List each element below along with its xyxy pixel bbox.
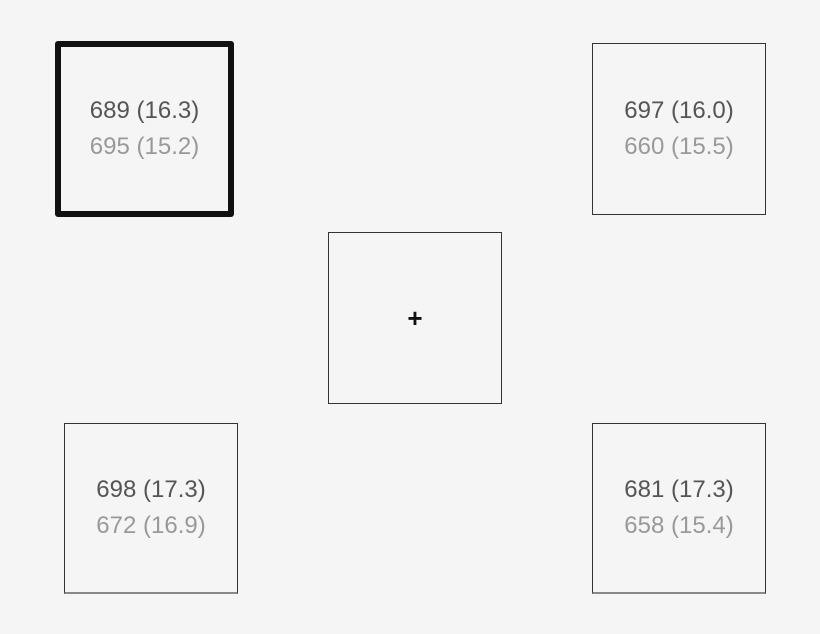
secondary-value: 660 (15.5) (624, 133, 734, 160)
primary-value: 697 (16.0) (624, 97, 734, 124)
secondary-value: 695 (15.2) (89, 133, 200, 160)
secondary-value: 672 (16.9) (96, 512, 206, 539)
primary-value: 681 (17.3) (624, 476, 734, 503)
box-top-left[interactable]: 689 (16.3) 695 (15.2) (55, 41, 234, 217)
fixation-cross-icon: + (407, 303, 423, 333)
secondary-value: 658 (15.4) (624, 512, 734, 539)
primary-value: 698 (17.3) (96, 476, 206, 503)
box-bottom-left[interactable]: 698 (17.3) 672 (16.9) (64, 423, 238, 594)
primary-value: 689 (16.3) (89, 97, 200, 124)
box-center[interactable]: + (328, 232, 502, 404)
box-bottom-right[interactable]: 681 (17.3) 658 (15.4) (592, 423, 766, 594)
box-top-right[interactable]: 697 (16.0) 660 (15.5) (592, 43, 766, 215)
